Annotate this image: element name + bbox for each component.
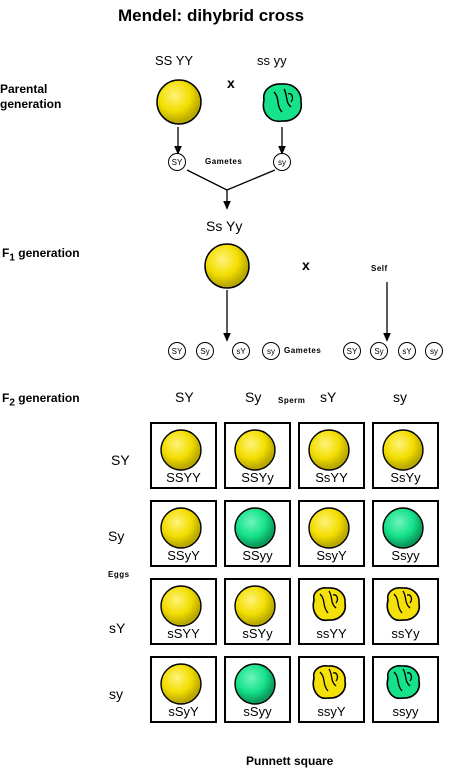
punnett-cell: SSyy	[224, 500, 291, 567]
punnett-cell-genotype: SsyY	[316, 548, 347, 563]
line-gamete-left	[186, 169, 228, 191]
punnett-cell: sSYY	[150, 578, 217, 645]
f1-label-sub: 1	[9, 252, 15, 264]
punnett-cell: SSyY	[150, 500, 217, 567]
punnett-cell-genotype: SSYy	[241, 470, 274, 485]
f2-label: F2 generation	[2, 391, 80, 410]
punnett-cell: SsYy	[372, 422, 439, 489]
f2-label-sub: 2	[9, 397, 15, 409]
pea-round-green	[234, 663, 276, 705]
pea-round-yellow	[308, 429, 350, 471]
pea-round-green	[234, 507, 276, 549]
punnett-cell-genotype: SSyy	[242, 548, 273, 563]
parental-label: Parental generation	[0, 82, 61, 112]
punnett-cell-genotype: ssyY	[317, 704, 346, 719]
f1-cross-symbol: x	[302, 257, 310, 273]
pea-round-yellow	[204, 243, 250, 289]
punnett-cell: sSyY	[150, 656, 217, 723]
punnett-cell: ssyy	[372, 656, 439, 723]
punnett-cell: sSYy	[224, 578, 291, 645]
f1-gamete-right-1: SY	[343, 342, 361, 360]
f1-gamete-right-3: sY	[398, 342, 416, 360]
f1-label-suffix: generation	[18, 246, 80, 260]
pea-wrinkled-green	[386, 665, 421, 700]
punnett-cell: ssYy	[372, 578, 439, 645]
pea-round-yellow	[382, 429, 424, 471]
pea-round-yellow	[160, 585, 202, 627]
punnett-cell-genotype: SSyY	[167, 548, 200, 563]
parental-gametes-label: Gametes	[205, 157, 243, 166]
pea-wrinkled-yellow	[386, 587, 421, 622]
eggs-label: Eggs	[108, 570, 130, 579]
punnett-cell-genotype: sSYy	[242, 626, 273, 641]
f1-gametes-label: Gametes	[284, 346, 322, 355]
pea-wrinkled-yellow	[312, 665, 347, 700]
punnett-cell: SsYY	[298, 422, 365, 489]
punnett-cell: SSYy	[224, 422, 291, 489]
punnett-cell-genotype: SsYY	[315, 470, 348, 485]
f1-self-label: Self	[371, 264, 388, 273]
egg-row-header-4: sy	[109, 686, 123, 702]
punnett-cell-genotype: sSyy	[243, 704, 272, 719]
egg-row-header-1: SY	[111, 452, 130, 468]
f2-label-prefix: F	[2, 391, 10, 405]
sperm-column-header-1: SY	[175, 389, 194, 405]
pea-round-yellow	[308, 507, 350, 549]
parent-gamete-left: SY	[168, 153, 186, 171]
parent-right-genotype: ss yy	[257, 53, 287, 68]
punnett-cell-genotype: SsYy	[390, 470, 421, 485]
pea-round-yellow	[160, 663, 202, 705]
punnett-cell-genotype: SSYY	[166, 470, 201, 485]
parent-gamete-right: sy	[273, 153, 291, 171]
pea-round-yellow	[160, 507, 202, 549]
punnett-cell: Ssyy	[372, 500, 439, 567]
f1-gamete-right-4: sy	[425, 342, 443, 360]
f1-label: F1 generation	[2, 246, 80, 265]
sperm-column-header-2: Sy	[245, 389, 262, 405]
f1-genotype: Ss Yy	[206, 218, 243, 234]
line-gamete-right	[226, 169, 276, 191]
punnett-cell: ssyY	[298, 656, 365, 723]
f1-gamete-left-3: sY	[232, 342, 250, 360]
punnett-cell-genotype: ssYy	[391, 626, 420, 641]
punnett-cell: SSYY	[150, 422, 217, 489]
f1-gamete-left-2: Sy	[196, 342, 214, 360]
parental-label-line1: Parental	[0, 82, 48, 96]
pea-round-green	[382, 507, 424, 549]
punnett-cell-genotype: ssYY	[316, 626, 347, 641]
sperm-column-header-4: sy	[393, 389, 407, 405]
sperm-label: Sperm	[278, 396, 306, 405]
punnett-cell: SsyY	[298, 500, 365, 567]
pea-round-yellow	[234, 429, 276, 471]
punnett-cell-genotype: sSyY	[168, 704, 199, 719]
egg-row-header-3: sY	[109, 620, 126, 636]
parental-cross-symbol: x	[227, 75, 235, 91]
f1-gamete-left-1: SY	[168, 342, 186, 360]
pea-wrinkled-green	[262, 83, 303, 123]
pea-round-yellow	[234, 585, 276, 627]
f1-label-prefix: F	[2, 246, 10, 260]
parent-left-genotype: SS YY	[155, 53, 194, 68]
punnett-cell: sSyy	[224, 656, 291, 723]
f1-gamete-right-2: Sy	[370, 342, 388, 360]
pea-round-yellow	[156, 79, 202, 125]
punnett-cell-genotype: ssyy	[392, 704, 419, 719]
punnett-cell-genotype: Ssyy	[391, 548, 420, 563]
f2-label-suffix: generation	[18, 391, 80, 405]
egg-row-header-2: Sy	[108, 528, 125, 544]
punnett-cell: ssYY	[298, 578, 365, 645]
f1-gamete-left-4: sy	[262, 342, 280, 360]
pea-wrinkled-yellow	[312, 587, 347, 622]
pea-round-yellow	[160, 429, 202, 471]
page-title: Mendel: dihybrid cross	[118, 6, 305, 25]
parental-label-line2: generation	[0, 97, 62, 111]
punnett-cell-genotype: sSYY	[167, 626, 200, 641]
punnett-caption: Punnett square	[246, 754, 334, 768]
sperm-column-header-3: sY	[320, 389, 337, 405]
